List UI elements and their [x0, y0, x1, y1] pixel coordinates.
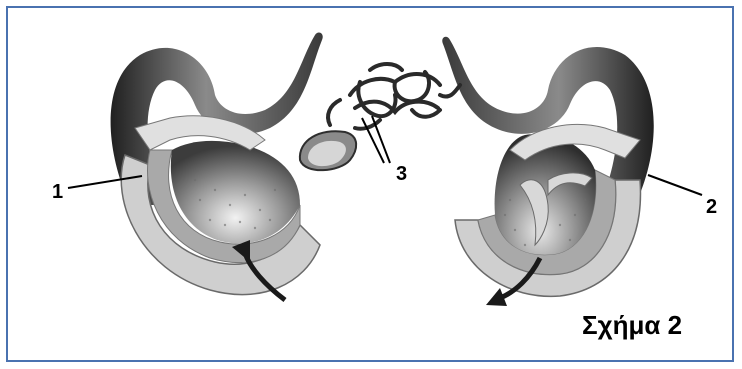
figure-caption: Σχήμα 2: [582, 310, 682, 341]
left-vessel: [111, 33, 323, 295]
right-vessel: [442, 37, 653, 297]
label-2: 2: [706, 196, 717, 219]
label-3: 3: [396, 163, 407, 186]
small-vessel-fragment: [300, 131, 356, 170]
label-1: 1: [52, 181, 63, 204]
leader-line-2: [648, 175, 702, 195]
capillary-network: [328, 64, 460, 129]
